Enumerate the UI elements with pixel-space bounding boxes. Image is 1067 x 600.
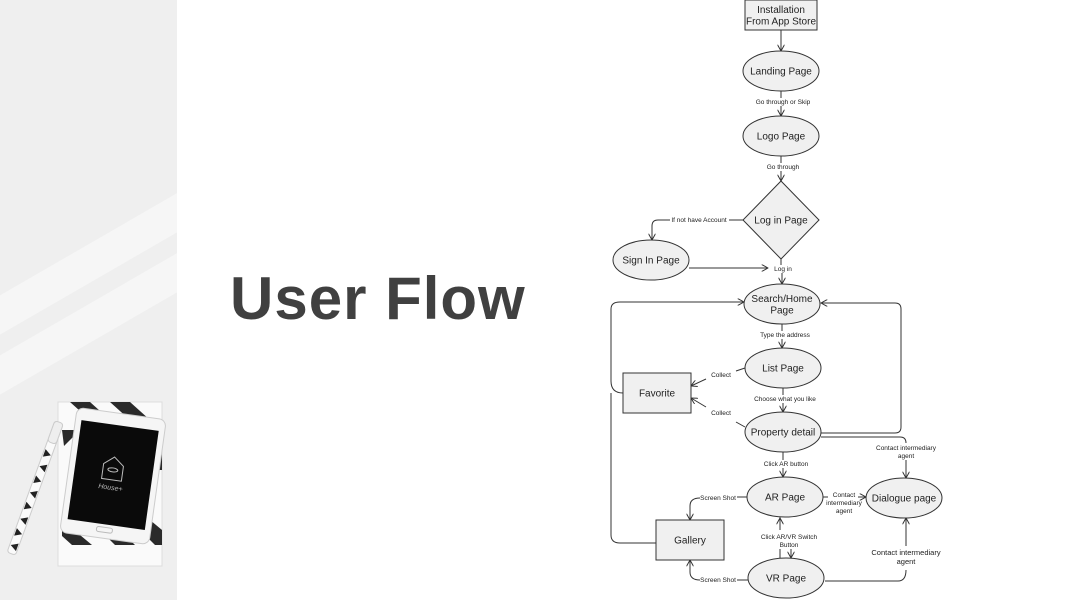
edge-vr-contact: [825, 569, 907, 582]
decorative-side-panel: House+: [0, 0, 177, 600]
slide-title: User Flow: [230, 265, 526, 332]
node-label: Logo Page: [757, 132, 806, 143]
node-label: Installation: [757, 5, 805, 16]
edge-favorite-search: [610, 302, 744, 394]
node-label: Log in Page: [754, 216, 808, 227]
node-label: Favorite: [639, 389, 676, 400]
node-label: Dialogue page: [872, 494, 937, 505]
node-logo: Logo Page: [742, 115, 820, 157]
edge-label-log_in: Log in: [774, 266, 792, 273]
edge-label-go_through: Go through: [767, 164, 800, 171]
edge-ar-gallery: [690, 496, 747, 520]
edge-vr-gallery: [690, 560, 748, 581]
node-label: Search/Home: [751, 294, 813, 305]
edge-label-click_ar: Click AR button: [764, 461, 809, 468]
phone-logo-text: House+: [98, 483, 123, 493]
node-label: VR Page: [766, 574, 806, 585]
node-property: Property detail: [744, 411, 822, 453]
node-label: List Page: [762, 364, 804, 375]
edge-label-contact_ar: intermediary: [826, 500, 863, 507]
edge-label-if_not_have_account: If not have Account: [671, 217, 726, 224]
node-dialogue: Dialogue page: [865, 477, 943, 519]
edge-label-choose: Choose what you like: [754, 396, 816, 403]
smartphone-image: House+: [60, 407, 166, 545]
node-signin: Sign In Page: [612, 239, 690, 281]
node-login: Log in Page: [742, 180, 820, 260]
edge-label-collect_list: Collect: [711, 372, 731, 379]
node-label: Property detail: [751, 428, 815, 439]
node-label: Sign In Page: [622, 256, 680, 267]
edge-label-go_through_or_skip: Go through or Skip: [756, 99, 811, 106]
edge-label-screenshot_ar: Screen Shot: [700, 495, 736, 502]
edge-label-screenshot_vr: Screen Shot: [700, 577, 736, 584]
edge-label-contact_ar: agent: [836, 508, 852, 515]
node-gallery: Gallery: [655, 519, 725, 561]
node-label: Landing Page: [750, 67, 812, 78]
node-ar: AR Page: [746, 476, 824, 518]
edge-list-favorite: [691, 367, 746, 386]
edge-label-contact_property: agent: [898, 453, 914, 460]
node-landing: Landing Page: [742, 50, 820, 92]
edge-label-contact_vr: agent: [897, 557, 917, 566]
edge-property-favorite: [691, 398, 746, 428]
node-vr: VR Page: [747, 557, 825, 599]
desk-photo: House+: [7, 401, 166, 567]
edge-login-signin-merge: [689, 259, 782, 268]
edge-label-contact_property: Contact intermediary: [876, 445, 937, 452]
node-favorite: Favorite: [622, 372, 692, 414]
pen-image: [7, 420, 64, 555]
edge-label-switch: Button: [780, 542, 799, 549]
node-list: List Page: [744, 347, 822, 389]
edge-gallery-search: [610, 393, 656, 544]
edge-property-search: [821, 303, 902, 434]
node-label: From App Store: [746, 16, 816, 27]
edge-label-collect_property: Collect: [711, 410, 731, 417]
edge-label-switch: Click AR/VR Switch: [761, 534, 818, 541]
node-label: AR Page: [765, 493, 805, 504]
edge-login-signin: [652, 219, 743, 240]
edge-label-contact_ar: Contact: [833, 492, 856, 499]
node-label: Page: [770, 305, 794, 316]
edge-label-type_address: Type the address: [760, 332, 811, 339]
node-label: Gallery: [674, 536, 706, 547]
edge-property-contact: [821, 436, 907, 444]
edge-label-contact_vr: Contact intermediary: [871, 548, 940, 557]
